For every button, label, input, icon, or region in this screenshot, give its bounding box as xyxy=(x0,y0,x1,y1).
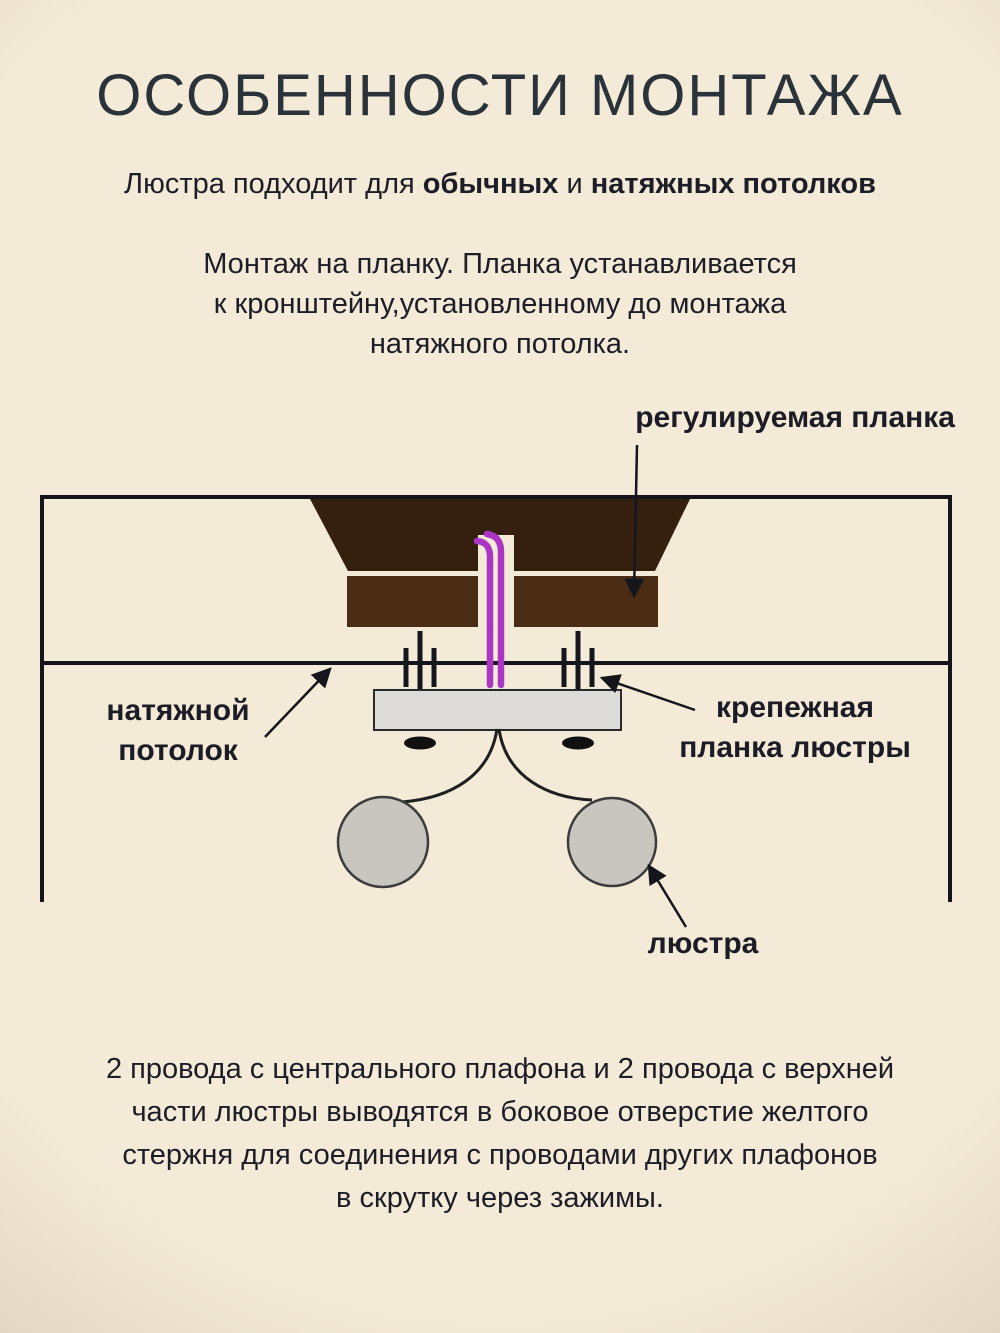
page-title: ОСОБЕННОСТИ МОНТАЖА xyxy=(96,63,904,128)
label-chandelier: люстра xyxy=(648,927,759,960)
chandelier-globe-left xyxy=(336,795,430,889)
label-adjustable-plank: регулируемая планка xyxy=(635,401,955,434)
label-mount-plank-line1: крепежная xyxy=(716,691,874,724)
plank-notch xyxy=(478,535,514,628)
arrow-adjustable-plank xyxy=(624,444,645,599)
chandelier-mount-plank-shape xyxy=(373,689,622,731)
mounting-diagram: регулируемая планка натяжной потолок кре… xyxy=(40,401,955,960)
label-mount-plank-line2: планка люстры xyxy=(679,731,911,764)
chandelier-globe-right xyxy=(566,796,658,888)
subtitle-text-pre: Люстра подходит для xyxy=(124,168,423,200)
label-stretch-ceiling-line2: потолок xyxy=(118,734,239,767)
label-stretch-ceiling-line1: натяжной xyxy=(106,694,249,727)
subtitle: Люстра подходит для обычных и натяжных п… xyxy=(0,168,1000,201)
nut-right xyxy=(562,736,594,750)
intro-paragraph: Монтаж на планку. Планка устанавливается… xyxy=(203,248,797,360)
arrow-chandelier xyxy=(647,863,688,928)
footer-paragraph: 2 провода с центрального плафона и 2 про… xyxy=(105,1053,895,1214)
arrow-stretch-ceiling xyxy=(264,667,332,738)
subtitle-bold-stretch: натяжных потолков xyxy=(590,168,876,200)
subtitle-bold-ordinary: обычных xyxy=(422,168,559,200)
subtitle-text-mid: и xyxy=(558,168,591,200)
nut-left xyxy=(404,736,436,750)
